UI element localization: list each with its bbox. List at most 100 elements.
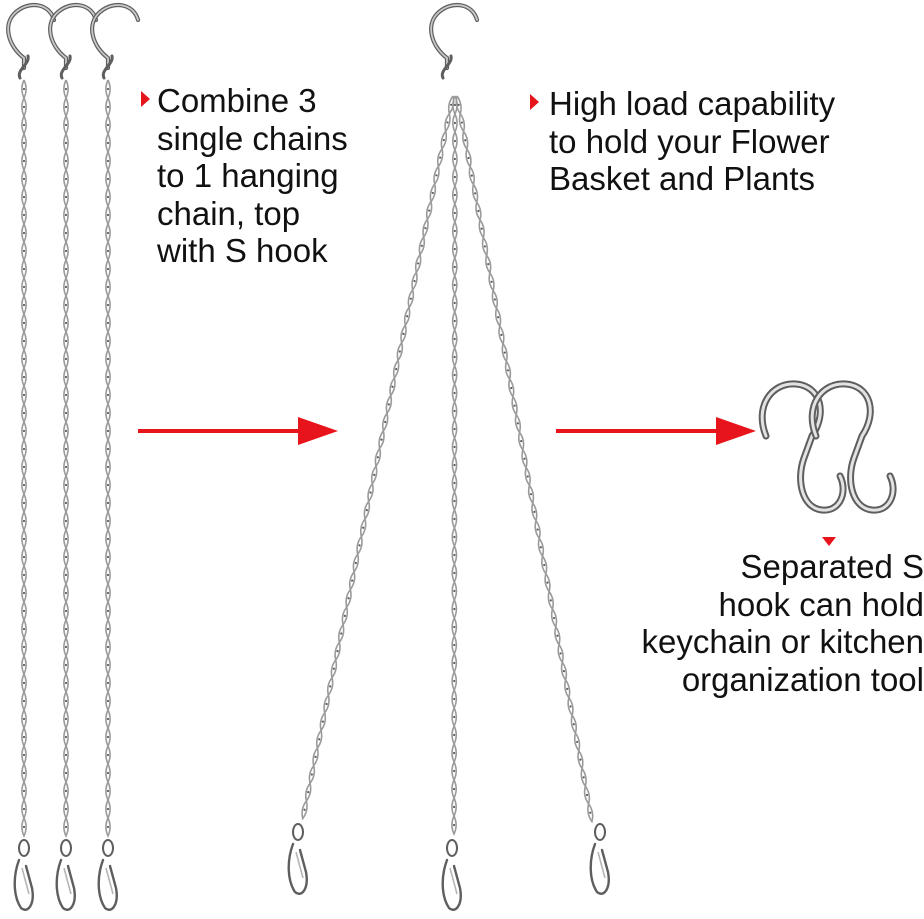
chain-link-twist (354, 561, 357, 565)
snap-hook-icon (55, 839, 76, 911)
chain-link-twist (452, 787, 456, 791)
chain-link-twist (106, 213, 110, 217)
chain-link-twist (22, 609, 26, 613)
chain-link (356, 536, 363, 557)
caption-line: organization tool (681, 660, 924, 698)
chain-link-twist (480, 227, 483, 230)
snap-gate (105, 867, 114, 895)
chain-link (451, 671, 458, 692)
chain-link-twist (497, 316, 500, 319)
chain-link-twist (106, 771, 110, 775)
chain-link-twist (585, 793, 589, 797)
chain-link-twist (572, 723, 575, 726)
chain-icon (455, 95, 594, 824)
chain-link-twist (453, 193, 456, 197)
caption-line: to 1 hanging (157, 157, 339, 194)
chain-link (451, 707, 458, 728)
chain-link-twist (106, 267, 110, 271)
chain-link-twist (22, 501, 26, 505)
chain-link-twist (106, 411, 110, 415)
chain-link-twist (106, 591, 110, 595)
chain-link-twist (329, 685, 332, 688)
chain-link-twist (431, 191, 434, 195)
chain-link-twist (22, 339, 26, 343)
chain-link-twist (314, 755, 317, 758)
chain-link-twist (106, 735, 110, 739)
chain-link-twist (569, 705, 572, 708)
chain-link-twist (453, 697, 456, 701)
chain-link-twist (343, 614, 346, 617)
chain-link-twist (64, 339, 68, 343)
chain-link-twist (325, 702, 328, 706)
chain-link-twist (22, 177, 26, 181)
chain-link-twist (336, 650, 339, 653)
chain-link-twist (543, 563, 546, 567)
chain-link-twist (453, 247, 456, 251)
chain-link-twist (552, 616, 556, 620)
chain-link-twist (106, 393, 110, 397)
chain-link-twist (22, 429, 26, 433)
chain-link-twist (22, 465, 26, 469)
chain-link-twist (582, 776, 585, 779)
chain-link-twist (106, 249, 110, 253)
chain-link-twist (106, 231, 110, 235)
chain-link-twist (373, 473, 376, 476)
chain-link-twist (22, 411, 26, 415)
chain-link-twist (22, 753, 26, 757)
chain-link-twist (106, 357, 110, 361)
chain-link-twist (64, 789, 68, 793)
chain-link-twist (387, 403, 390, 406)
snap-body (589, 842, 610, 895)
chain-link-twist (64, 825, 68, 829)
hook-outline (48, 2, 99, 71)
chain-link-twist (22, 591, 26, 595)
snap-body (55, 858, 76, 911)
chain-link (560, 661, 568, 682)
chain-link-twist (417, 262, 420, 265)
chain-link-twist (453, 283, 456, 287)
snap-body (97, 858, 118, 911)
chain-link-twist (106, 537, 110, 541)
caption-combine-chains: Combine 3 single chains to 1 hanging cha… (157, 82, 348, 270)
chain-link-twist (453, 157, 457, 161)
chain-link-twist (453, 733, 456, 737)
chain-link-twist (22, 519, 26, 523)
chain-link-twist (106, 663, 110, 667)
chain-link-twist (64, 735, 68, 739)
arrows-group (138, 91, 836, 546)
chain-link-twist (332, 667, 335, 670)
chain-link-twist (64, 87, 68, 91)
chain-link-twist (358, 544, 361, 547)
snap-hook-icon (441, 839, 462, 911)
chain-link (587, 803, 594, 824)
chain-link-twist (64, 375, 68, 379)
hook-highlight (91, 4, 139, 69)
chain-link-twist (398, 350, 401, 353)
chain-link-twist (64, 357, 68, 361)
hook-outline (6, 2, 57, 71)
chain-link-twist (384, 420, 387, 424)
chain-link-twist (106, 555, 110, 559)
caption-line: chain, top (157, 194, 301, 232)
chain-link-twist (22, 285, 26, 289)
snap-body (13, 858, 34, 911)
chain-link-twist (22, 717, 26, 721)
snap-ring (292, 823, 304, 841)
chain-link-twist (452, 769, 456, 773)
hook-highlight (49, 4, 97, 69)
chain-link-twist (452, 805, 456, 809)
chain-link (436, 148, 444, 169)
chain-link (301, 800, 308, 821)
chain-icon (451, 95, 458, 836)
chain-link-twist (64, 627, 68, 631)
chain-link-twist (435, 174, 438, 177)
chain-link-twist (22, 393, 26, 397)
chain-link-twist (453, 661, 456, 665)
chain-link-twist (500, 333, 503, 337)
chain-link-twist (365, 509, 368, 512)
chain-link (550, 608, 558, 629)
chain-link-twist (106, 825, 110, 829)
chain-link-twist (106, 105, 110, 109)
chain-link-twist (376, 456, 379, 459)
